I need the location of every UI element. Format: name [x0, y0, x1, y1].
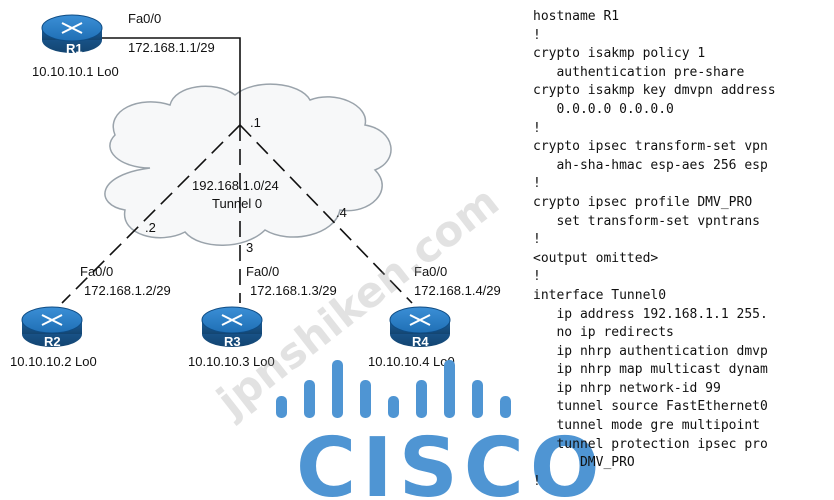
config-line: tunnel protection ipsec pro: [533, 436, 768, 452]
router-arrows-icon: [41, 314, 63, 326]
config-line: !: [533, 176, 541, 192]
router-arrows-icon: [61, 22, 83, 34]
config-line: crypto isakmp policy 1: [533, 46, 706, 62]
config-line: 0.0.0.0 0.0.0.0: [533, 101, 674, 117]
config-line: !: [533, 27, 541, 43]
config-line: hostname R1: [533, 9, 620, 24]
config-line: crypto isakmp key dmvpn address: [533, 83, 776, 99]
router-arrows-icon: [221, 314, 243, 326]
tunnel-name: Tunnel 0: [212, 196, 262, 211]
r2-ip: 172.168.1.2/29: [84, 283, 171, 298]
r4-name: R4: [412, 334, 429, 349]
r4-ip: 172.168.1.4/29: [414, 283, 501, 298]
r1-link: [95, 37, 241, 125]
tunnel-network: 192.168.1.0/24: [192, 178, 279, 193]
router-r3: R3: [201, 306, 263, 349]
config-line: tunnel mode gre multipoint: [533, 418, 760, 434]
router-r2: R2: [21, 306, 83, 349]
r1-loopback: 10.10.10.1 Lo0: [32, 64, 119, 79]
r3-tunnel-host: 3: [246, 240, 253, 255]
config-line: <output omitted>: [533, 250, 659, 266]
r1-name: R1: [66, 41, 83, 56]
r4-loopback: 10.10.10.4 Lo0: [368, 354, 455, 369]
router-r4: R4: [389, 306, 451, 349]
r1-tunnel-host: .1: [250, 115, 261, 130]
r4-tunnel-host: .4: [336, 205, 347, 220]
config-line: crypto ipsec transform-set vpn: [533, 139, 768, 155]
r3-name: R3: [224, 334, 241, 349]
r1-interface: Fa0/0: [128, 11, 161, 26]
config-line: authentication pre-share: [533, 64, 745, 80]
r3-interface: Fa0/0: [246, 264, 279, 279]
config-line: !: [533, 269, 541, 285]
config-line: interface Tunnel0: [533, 287, 667, 303]
r2-link: [61, 124, 241, 304]
config-line: set transform-set vpntrans: [533, 213, 760, 229]
r3-ip: 172.168.1.3/29: [250, 283, 337, 298]
r4-link: [239, 124, 413, 304]
r2-tunnel-host: .2: [145, 220, 156, 235]
r3-loopback: 10.10.10.3 Lo0: [188, 354, 275, 369]
router-config: hostname R1! crypto isakmp policy 1 authe…: [533, 8, 833, 498]
config-line: DMV_PRO: [533, 455, 635, 471]
r2-interface: Fa0/0: [80, 264, 113, 279]
config-line: ip nhrp authentication dmvp: [533, 343, 768, 359]
r4-interface: Fa0/0: [414, 264, 447, 279]
config-line: tunnel source FastEthernet0: [533, 399, 768, 415]
r2-loopback: 10.10.10.2 Lo0: [10, 354, 97, 369]
config-line: !: [533, 232, 541, 248]
config-line: crypto ipsec profile DMV_PRO: [533, 194, 753, 210]
config-line: !: [533, 473, 541, 489]
config-line: no ip redirects: [533, 325, 674, 341]
r2-name: R2: [44, 334, 61, 349]
cisco-logo-text: CISCO: [296, 421, 606, 500]
config-line: ip nhrp map multicast dynam: [533, 362, 768, 378]
tunnel-cloud: [104, 83, 392, 246]
config-line: !: [533, 120, 541, 136]
router-r1: R1: [41, 14, 103, 56]
r1-ip: 172.168.1.1/29: [128, 40, 215, 55]
cisco-logo-icon: [276, 360, 511, 418]
config-line: ip nhrp network-id 99: [533, 380, 721, 396]
router-arrows-icon: [409, 314, 431, 326]
config-line: ip address 192.168.1.1 255.: [533, 306, 768, 322]
config-line: ah-sha-hmac esp-aes 256 esp: [533, 157, 768, 173]
